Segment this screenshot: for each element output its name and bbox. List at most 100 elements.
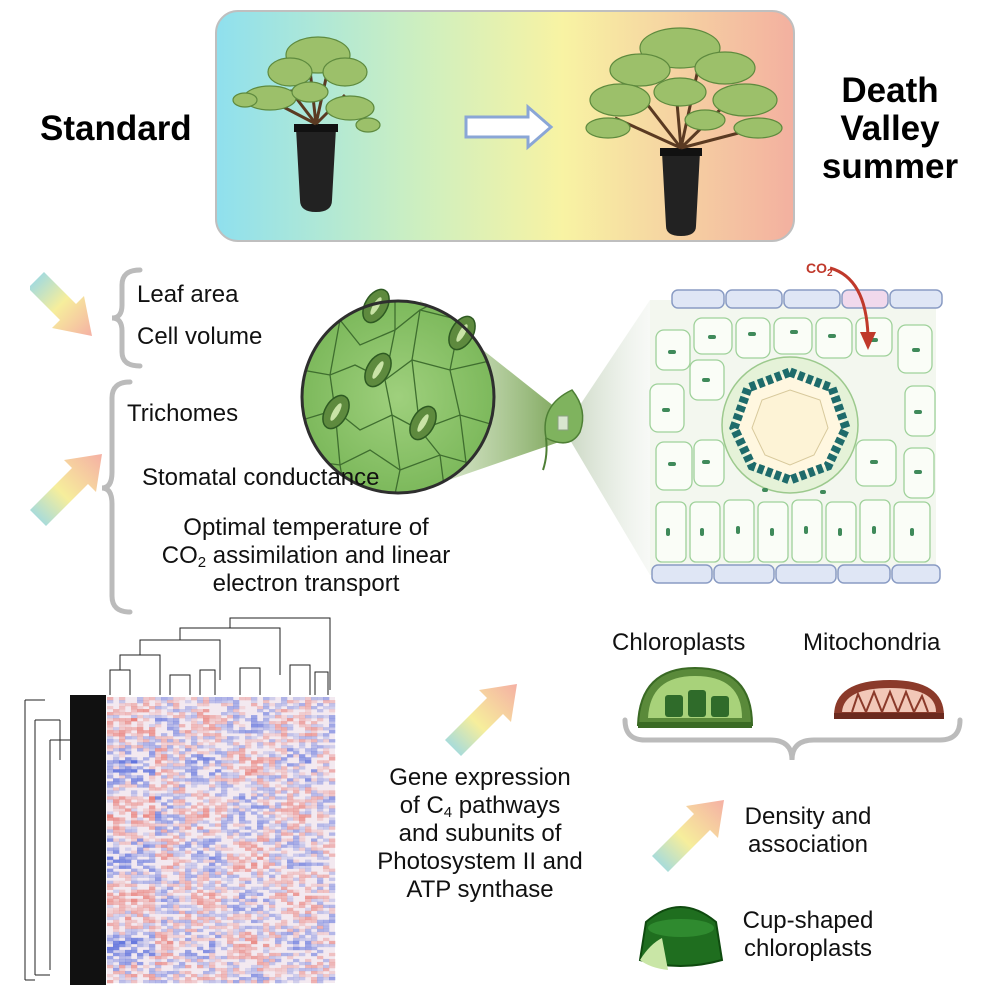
heatmap-cell <box>149 769 156 773</box>
heatmap-cell <box>161 817 168 821</box>
heatmap-cell <box>287 754 294 758</box>
heatmap-cell <box>209 856 216 860</box>
heatmap-cell <box>167 760 174 764</box>
heatmap-cell <box>143 889 150 893</box>
heatmap-cell <box>233 853 240 857</box>
heatmap-cell <box>203 763 210 767</box>
heatmap-cell <box>323 967 330 972</box>
heatmap-cell <box>233 919 240 924</box>
heatmap-cell <box>245 757 252 761</box>
heatmap-cell <box>137 910 144 915</box>
heatmap-cell <box>113 739 120 743</box>
heatmap-cell <box>131 946 138 951</box>
heatmap-cell <box>245 754 252 758</box>
heatmap-cell <box>323 715 330 719</box>
heatmap-cell <box>143 922 150 927</box>
heatmap-cell <box>281 820 288 824</box>
heatmap-cell <box>113 931 120 936</box>
heatmap-cell <box>125 784 132 788</box>
heatmap-cell <box>185 709 192 713</box>
heatmap-cell <box>161 826 168 830</box>
heatmap-cell <box>221 955 228 960</box>
heatmap-cell <box>299 814 306 818</box>
heatmap-cell <box>275 940 282 945</box>
heatmap-cell <box>197 841 204 845</box>
heatmap-cell <box>293 919 300 924</box>
heatmap-cell <box>263 943 270 948</box>
heatmap-cell <box>221 784 228 788</box>
heatmap-cell <box>143 790 150 794</box>
heatmap-cell <box>149 973 156 978</box>
heatmap-cell <box>167 940 174 945</box>
heatmap-cell <box>143 847 150 851</box>
heatmap-cell <box>137 859 144 863</box>
heatmap-cell <box>311 907 318 912</box>
heatmap-cell <box>275 853 282 857</box>
heatmap-cell <box>233 802 240 806</box>
heatmap-cell <box>227 961 234 966</box>
heatmap-cell <box>119 904 126 909</box>
heatmap-cell <box>173 817 180 821</box>
heatmap-cell <box>155 706 162 710</box>
heatmap-cell <box>179 886 186 890</box>
heatmap-cell <box>233 715 240 719</box>
heatmap-cell <box>149 814 156 818</box>
heatmap-cell <box>317 904 324 909</box>
heatmap-cell <box>203 976 210 981</box>
heatmap-cell <box>179 895 186 899</box>
heatmap-cell <box>167 790 174 794</box>
heatmap-cell <box>119 841 126 845</box>
heatmap-cell <box>263 763 270 767</box>
heatmap-cell <box>149 970 156 975</box>
heatmap-cell <box>179 880 186 884</box>
heatmap-cell <box>287 811 294 815</box>
heatmap-cell <box>215 715 222 719</box>
heatmap-cell <box>185 769 192 773</box>
heatmap-cell <box>251 763 258 767</box>
heatmap-cell <box>239 832 246 836</box>
heatmap-cell <box>203 874 210 878</box>
heatmap-cell <box>167 727 174 731</box>
heatmap-cell <box>197 826 204 830</box>
heatmap-cell <box>257 880 264 884</box>
heatmap-cell <box>299 802 306 806</box>
heatmap-cell <box>203 853 210 857</box>
heatmap-cell <box>107 727 114 731</box>
heatmap-cell <box>155 718 162 722</box>
heatmap-cell <box>197 754 204 758</box>
heatmap-cell <box>263 898 270 903</box>
heatmap-cell <box>143 748 150 752</box>
heatmap-cell <box>233 949 240 954</box>
heatmap-cell <box>131 811 138 815</box>
heatmap-cell <box>329 964 336 969</box>
heatmap-cell <box>269 763 276 767</box>
heatmap-cell <box>125 703 132 707</box>
heatmap-cell <box>149 928 156 933</box>
heatmap-cell <box>305 715 312 719</box>
heatmap-cell <box>227 715 234 719</box>
heatmap-cell <box>203 961 210 966</box>
heatmap-cell <box>191 793 198 797</box>
heatmap-cell <box>179 952 186 957</box>
heatmap-cell <box>119 829 126 833</box>
heatmap-cell <box>161 919 168 924</box>
heatmap-cell <box>107 733 114 737</box>
heatmap-cell <box>323 790 330 794</box>
heatmap-cell <box>125 736 132 740</box>
heatmap-cell <box>263 964 270 969</box>
heatmap-cell <box>131 769 138 773</box>
heatmap-cell <box>167 805 174 809</box>
heatmap-cell <box>197 871 204 875</box>
heatmap-cell <box>311 781 318 785</box>
heatmap-cell <box>185 781 192 785</box>
heatmap-cell <box>155 838 162 842</box>
heatmap-cell <box>257 874 264 878</box>
heatmap-cell <box>143 895 150 899</box>
heatmap-cell <box>239 823 246 827</box>
heatmap-cell <box>311 979 318 984</box>
heatmap-cell <box>299 901 306 906</box>
heatmap-cell <box>311 733 318 737</box>
heatmap-cell <box>317 943 324 948</box>
heatmap-cell <box>203 901 210 906</box>
heatmap-cell <box>299 916 306 921</box>
